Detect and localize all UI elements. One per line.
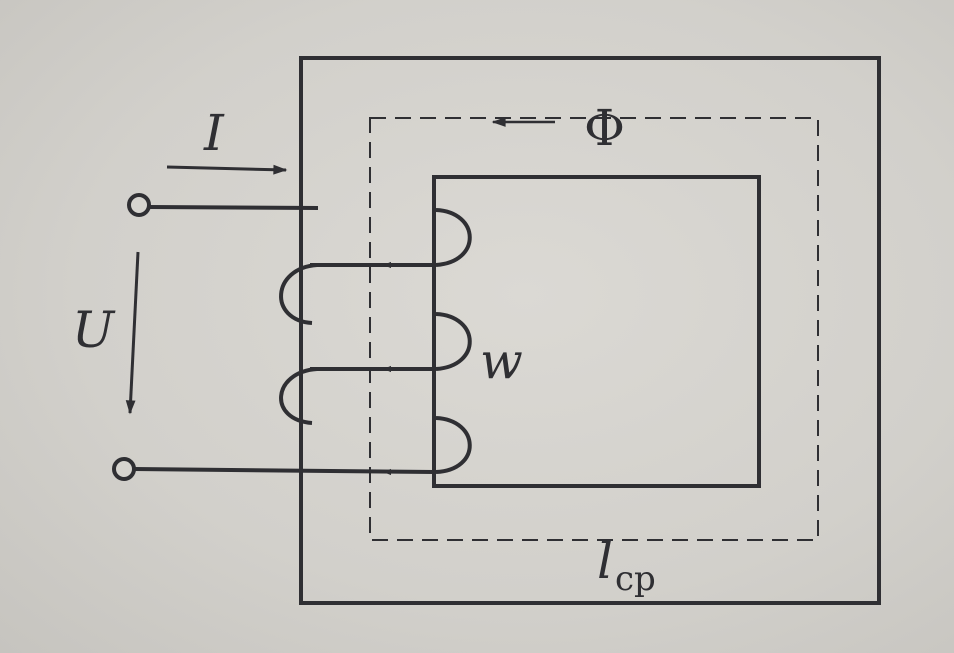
- current-label: I: [203, 104, 225, 162]
- core-window-boundary: [432, 175, 761, 488]
- mean-length-symbol: l: [597, 532, 613, 590]
- winding-right-loop-1: [435, 208, 472, 267]
- top-terminal: [127, 193, 151, 217]
- mean-flux-path: [369, 117, 819, 541]
- turns-label: w: [480, 332, 523, 390]
- winding-right-loop-2: [435, 312, 472, 371]
- winding-coil: [279, 208, 472, 474]
- winding-left-loop-2: [279, 367, 318, 425]
- voltage-label: U: [72, 301, 116, 359]
- winding-right-loop-3: [435, 416, 472, 474]
- top-lead-wire: [148, 205, 319, 210]
- bottom-terminal: [112, 457, 136, 481]
- flux-label: Φ: [584, 99, 625, 157]
- current-arrow: [166, 164, 288, 175]
- winding-left-loop-1: [279, 263, 318, 325]
- mean-length-subscript: cp: [615, 559, 656, 599]
- voltage-arrow: [125, 251, 140, 415]
- core-outer-boundary: [299, 56, 881, 605]
- mean-length-label: l cp: [597, 532, 656, 599]
